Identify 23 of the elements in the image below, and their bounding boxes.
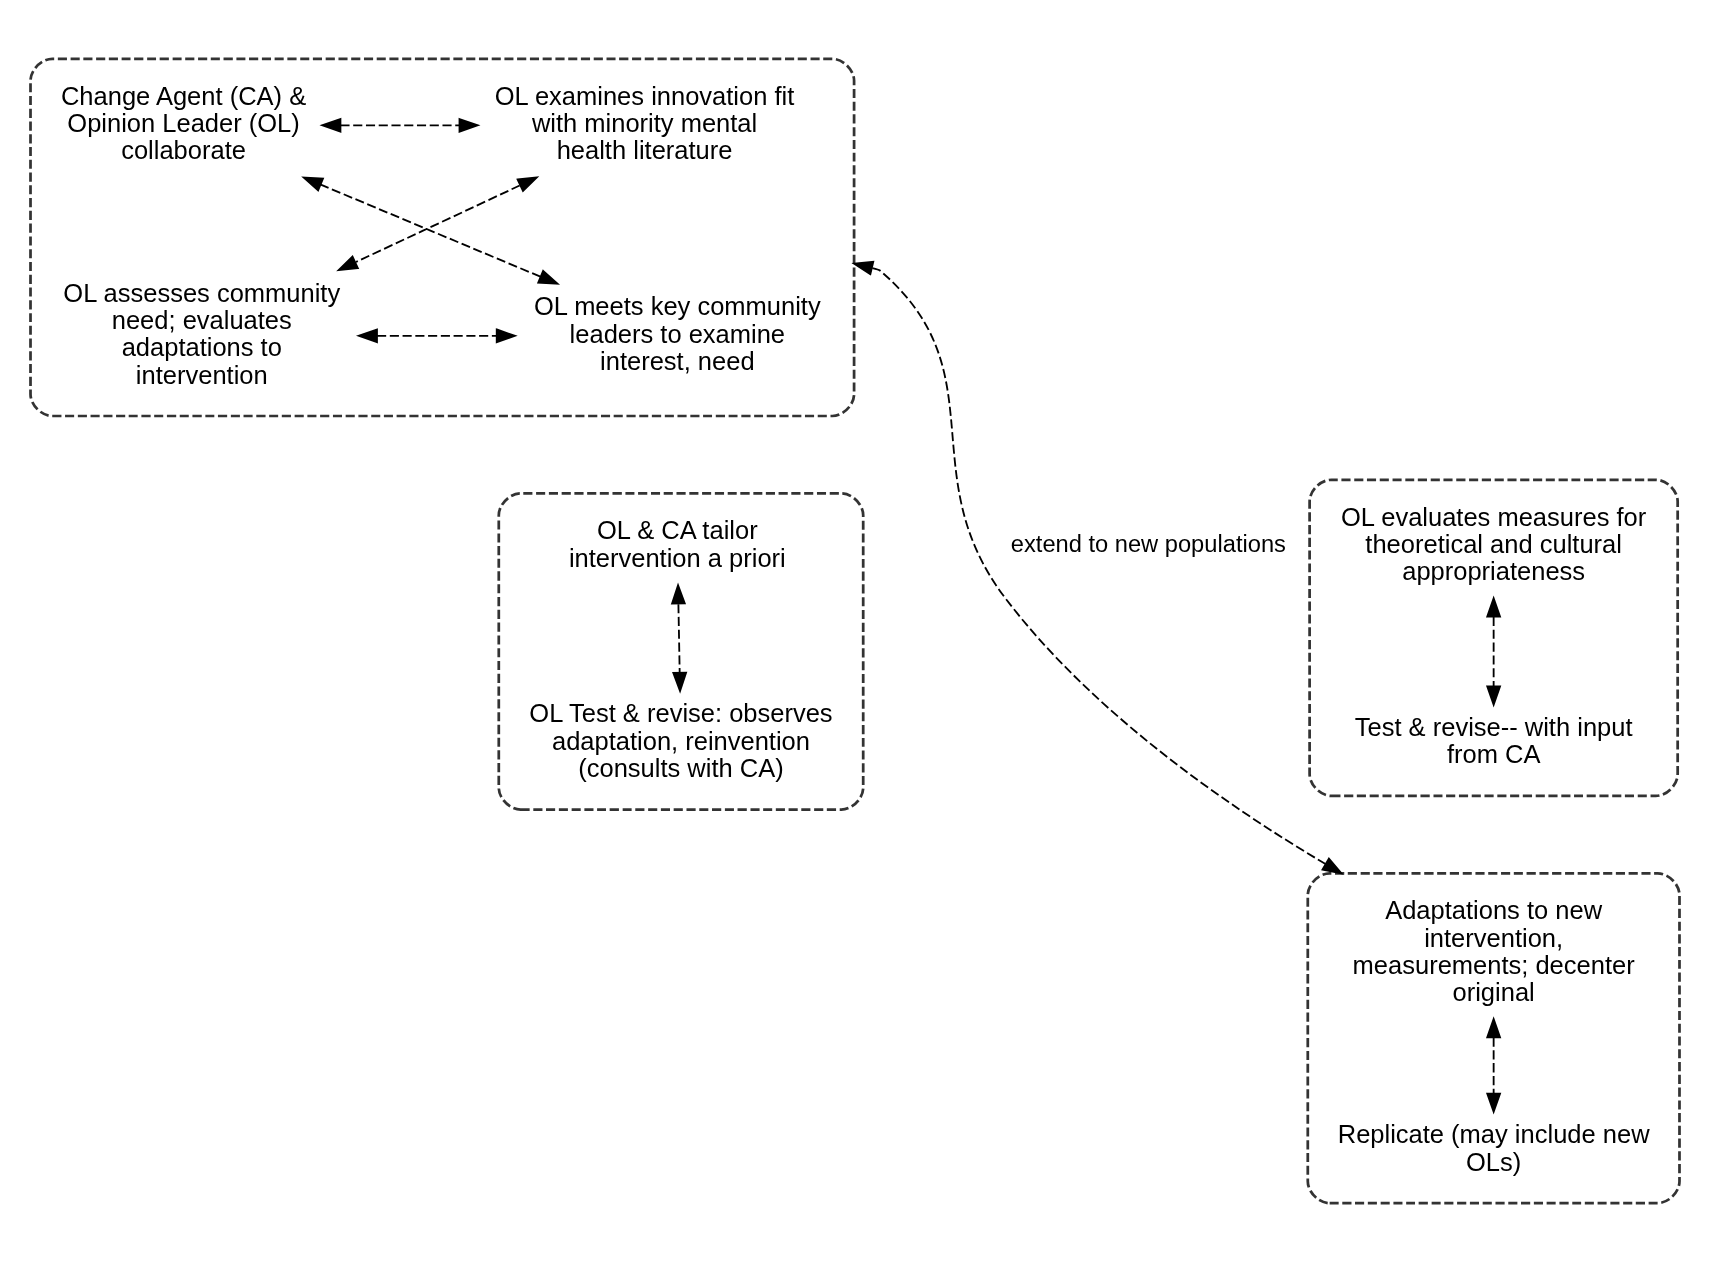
arrow — [356, 327, 518, 343]
cluster — [1306, 871, 1681, 1204]
node-text: Adaptations to new intervention, measurements; decenter original — [1352, 895, 1635, 1006]
cluster — [497, 491, 865, 811]
node-text: OL evaluates measures for theoretical and cultural appropriateness — [1341, 502, 1647, 585]
node-text: OL & CA tailor intervention a priori — [568, 515, 786, 572]
cluster — [1308, 477, 1680, 797]
node-text: OL meets key community leaders to examine interest, need — [533, 291, 821, 375]
node-text: Replicate (may include new OLs) — [1337, 1119, 1650, 1176]
arrow — [1485, 1015, 1502, 1115]
node-text: Change Agent (CA) & Opinion Leader (OL) collaborate — [60, 81, 307, 164]
edge-label: extend to new populations — [1010, 530, 1286, 557]
arrow — [1485, 595, 1502, 707]
arrow — [336, 175, 540, 271]
arrow — [319, 117, 481, 133]
node-text: OL examines innovation fit with minority mental health literature — [494, 81, 795, 164]
node-text: OL Test & revise: observes adaptation, reinvention (consults with CA) — [529, 698, 833, 782]
arrow — [670, 582, 688, 694]
arrow — [301, 175, 561, 285]
node-text: Test & revise-- with input from CA — [1354, 712, 1633, 768]
arrow — [851, 260, 1344, 875]
cluster — [29, 57, 856, 417]
node-text: OL assesses community need; evaluates adaptations to intervention — [63, 278, 341, 389]
